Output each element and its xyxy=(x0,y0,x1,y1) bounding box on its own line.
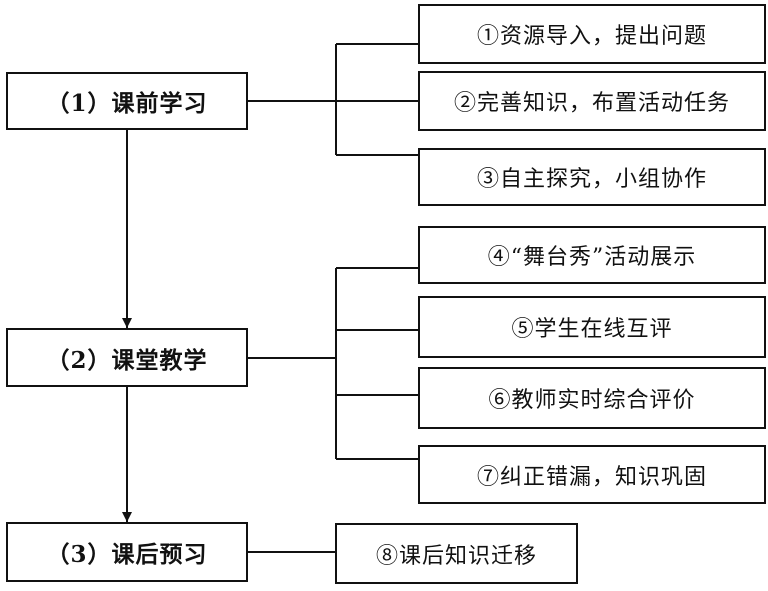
stage-box-pre-class: （1）课前学习 xyxy=(6,72,248,130)
step-box-8: ⑧课后知识迁移 xyxy=(335,523,578,584)
step-label: ⑧课后知识迁移 xyxy=(375,543,537,569)
step-box-6: ⑥教师实时综合评价 xyxy=(418,367,766,429)
step-label: ⑤学生在线互评 xyxy=(511,317,673,342)
stage-box-post-class: （3）课后预习 xyxy=(6,522,248,582)
step-label: ③自主探究，小组协作 xyxy=(476,167,707,192)
step-label: ②完善知识，布置活动任务 xyxy=(453,91,730,116)
step-label: ④“舞台秀”活动展示 xyxy=(487,245,697,270)
step-box-5: ⑤学生在线互评 xyxy=(418,296,766,358)
step-box-7: ⑦纠正错漏，知识巩固 xyxy=(418,445,766,504)
step-box-1: ①资源导入，提出问题 xyxy=(418,4,766,64)
step-box-4: ④“舞台秀”活动展示 xyxy=(418,226,766,284)
stage-label: （3）课后预习 xyxy=(46,541,208,568)
step-label: ⑥教师实时综合评价 xyxy=(488,388,696,413)
stage-label: （2）课堂教学 xyxy=(46,346,208,374)
step-box-2: ②完善知识，布置活动任务 xyxy=(418,71,766,131)
stage-label: （1）课前学习 xyxy=(46,90,208,117)
step-label: ①资源导入，提出问题 xyxy=(476,24,707,49)
stage-box-in-class: （2）课堂教学 xyxy=(6,328,248,387)
step-box-3: ③自主探究，小组协作 xyxy=(418,148,766,206)
step-label: ⑦纠正错漏，知识巩固 xyxy=(476,464,707,490)
